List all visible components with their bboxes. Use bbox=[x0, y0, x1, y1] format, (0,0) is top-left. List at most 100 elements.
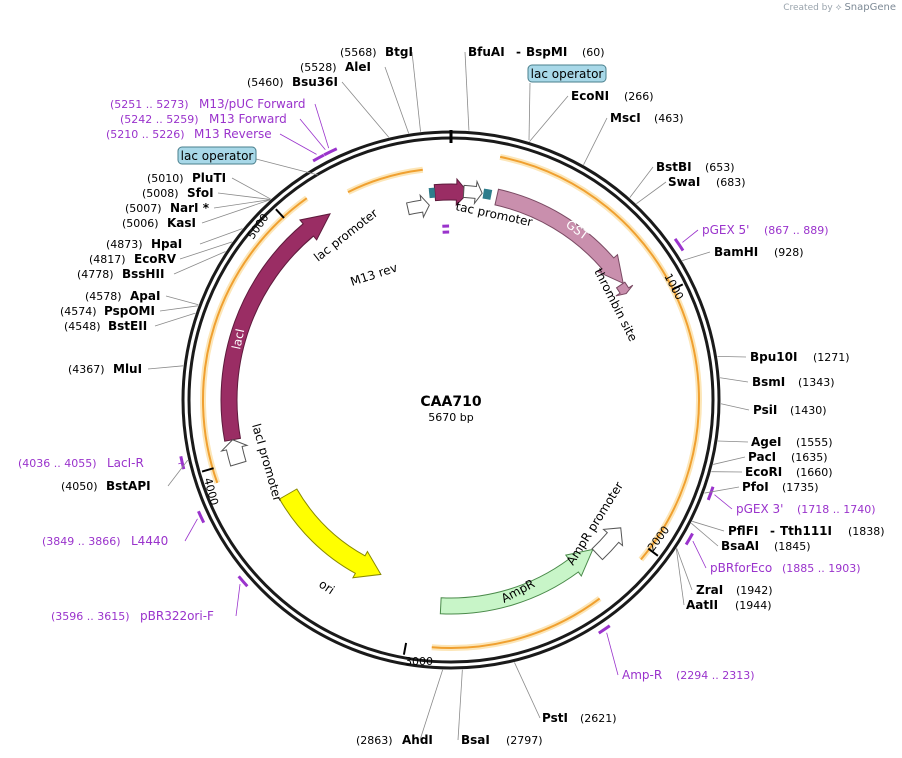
site-leader-2 bbox=[583, 117, 608, 165]
site-psti[interactable]: PstI (2621) bbox=[542, 711, 617, 725]
tick-layer bbox=[201, 208, 684, 655]
primer-m13-puc-forward[interactable]: (5251 .. 5273) M13/pUC Forward bbox=[110, 97, 306, 111]
site-leader-25 bbox=[173, 251, 226, 275]
site-apai[interactable]: (4578) ApaI bbox=[85, 289, 160, 303]
primer-range: (2294 .. 2313) bbox=[676, 669, 755, 682]
site-leader-10 bbox=[713, 456, 746, 465]
site-kasi[interactable]: (5006) KasI bbox=[122, 216, 196, 230]
site-name2: Tth111I bbox=[780, 524, 832, 538]
primer-mark-1 bbox=[706, 486, 715, 501]
primer-laci-r[interactable]: (4036 .. 4055) LacI-R bbox=[18, 456, 144, 470]
site-bsai[interactable]: BsaI (2797) bbox=[461, 733, 543, 747]
site-pos: (1735) bbox=[782, 481, 819, 494]
primer-leader-0 bbox=[682, 229, 699, 243]
site-pos: (2863) bbox=[356, 734, 393, 747]
site-bsmi[interactable]: BsmI (1343) bbox=[752, 375, 835, 389]
primer-leader-7 bbox=[279, 133, 317, 155]
site-leader-0 bbox=[464, 51, 470, 131]
feature-label-ori: ori bbox=[316, 577, 337, 597]
site-bfuai-bspmi[interactable]: BfuAI - BspMI (60) bbox=[468, 45, 605, 59]
site-bpu10i[interactable]: Bpu10I (1271) bbox=[750, 350, 850, 364]
site-name: BtgI bbox=[385, 45, 413, 59]
site-pos: (1944) bbox=[735, 599, 772, 612]
site-zrai[interactable]: ZraI (1942) bbox=[696, 583, 773, 597]
site-pos: (463) bbox=[654, 112, 684, 125]
site-alei[interactable]: (5528) AleI bbox=[300, 60, 371, 74]
site-pos: (5007) bbox=[125, 202, 162, 215]
site-name: BsaI bbox=[461, 733, 490, 747]
site-nari[interactable]: (5007) NarI * bbox=[125, 201, 210, 215]
site-bsaai[interactable]: BsaAI (1845) bbox=[721, 539, 811, 553]
primer-range: (5242 .. 5259) bbox=[120, 113, 199, 126]
primer-pbrforeco[interactable]: pBRforEco (1885 .. 1903) bbox=[710, 561, 861, 575]
site-leader-27 bbox=[199, 228, 243, 245]
lac-operator-box-2[interactable]: lac operator bbox=[177, 146, 257, 165]
primer-pgex3[interactable]: pGEX 3' (1718 .. 1740) bbox=[736, 502, 876, 516]
site-aatii[interactable]: AatII (1944) bbox=[686, 598, 772, 612]
site-pos: (4873) bbox=[106, 238, 143, 251]
site-msci[interactable]: MscI (463) bbox=[610, 111, 684, 125]
site-mlui[interactable]: (4367) MluI bbox=[68, 362, 142, 376]
site-name: ZraI bbox=[696, 583, 723, 597]
orf-line-2 bbox=[347, 168, 423, 194]
site-name: KasI bbox=[167, 216, 196, 230]
primer-ampr[interactable]: Amp-R (2294 .. 2313) bbox=[622, 668, 755, 682]
site-pfoi[interactable]: PfoI (1735) bbox=[742, 480, 819, 494]
site-pluti[interactable]: (5010) PluTI bbox=[147, 171, 226, 185]
site-name: PfoI bbox=[742, 480, 769, 494]
orf-line-0 bbox=[499, 155, 700, 561]
site-name-dash: - bbox=[516, 45, 521, 59]
site-sfoi[interactable]: (5008) SfoI bbox=[142, 186, 214, 200]
primer-pgex5[interactable]: pGEX 5' (867 .. 889) bbox=[702, 223, 829, 237]
site-leader-28 bbox=[201, 199, 270, 224]
site-name: NarI * bbox=[170, 201, 210, 215]
site-leader-30 bbox=[217, 192, 271, 200]
site-name2: BspMI bbox=[526, 45, 567, 59]
site-econi[interactable]: EcoNI (266) bbox=[571, 89, 654, 103]
site-leader-31 bbox=[231, 177, 271, 200]
site-pflfi-tth111i[interactable]: PflFI - Tth111I (1838) bbox=[728, 524, 885, 538]
site-bamhi[interactable]: BamHI (928) bbox=[714, 245, 804, 259]
site-agei[interactable]: AgeI (1555) bbox=[751, 435, 833, 449]
primer-range: (3596 .. 3615) bbox=[51, 610, 130, 623]
feature-label-laci-promoter: lacI promoter bbox=[249, 422, 285, 503]
site-psii[interactable]: PsiI (1430) bbox=[753, 403, 827, 417]
feature-lac-promoter-arrow bbox=[405, 193, 430, 219]
site-paci[interactable]: PacI (1635) bbox=[748, 450, 828, 464]
primer-name: M13 Reverse bbox=[194, 127, 272, 141]
site-leader-16 bbox=[675, 548, 685, 606]
site-ecori[interactable]: EcoRI (1660) bbox=[745, 465, 833, 479]
site-name: PstI bbox=[542, 711, 568, 725]
site-hpai[interactable]: (4873) HpaI bbox=[106, 237, 182, 251]
site-name: AatII bbox=[686, 598, 718, 612]
site-name: BfuAI bbox=[468, 45, 505, 59]
site-bstapi[interactable]: (4050) BstAPI bbox=[61, 479, 151, 493]
primer-name: pBR322ori-F bbox=[140, 609, 214, 623]
site-name: PacI bbox=[748, 450, 776, 464]
site-swai[interactable]: SwaI (683) bbox=[668, 175, 746, 189]
feature-layer bbox=[179, 147, 715, 635]
lac-operator-leader-2 bbox=[255, 158, 319, 176]
site-bstbi[interactable]: BstBI (653) bbox=[656, 160, 735, 174]
lac-operator-box-1[interactable]: lac operator bbox=[527, 64, 607, 83]
site-bsshii[interactable]: (4778) BssHII bbox=[77, 267, 164, 281]
site-pos: (1660) bbox=[796, 466, 833, 479]
site-leader-29 bbox=[213, 199, 271, 209]
site-pspomi[interactable]: (4574) PspOMI bbox=[60, 304, 155, 318]
site-bsu36i[interactable]: (5460) Bsu36I bbox=[247, 75, 338, 89]
site-btgi[interactable]: (5568) BtgI bbox=[340, 45, 413, 59]
primer-l4440[interactable]: (3849 .. 3866) L4440 bbox=[42, 534, 168, 548]
primer-pbr322ori-f[interactable]: (3596 .. 3615) pBR322ori-F bbox=[51, 609, 214, 623]
primer-name: L4440 bbox=[131, 534, 168, 548]
site-ecorv[interactable]: (4817) EcoRV bbox=[89, 252, 177, 266]
primer-leader-3 bbox=[606, 632, 619, 676]
site-leader-21 bbox=[147, 365, 184, 370]
site-bsteii[interactable]: (4548) BstEII bbox=[64, 319, 147, 333]
leader-layer bbox=[147, 51, 750, 741]
site-ahdi[interactable]: (2863) AhdI bbox=[356, 733, 433, 747]
primer-m13-forward[interactable]: (5242 .. 5259) M13 Forward bbox=[120, 112, 287, 126]
primer-m13-reverse[interactable]: (5210 .. 5226) M13 Reverse bbox=[106, 127, 272, 141]
site-leader-26 bbox=[179, 241, 233, 260]
site-pos: (4817) bbox=[89, 253, 126, 266]
